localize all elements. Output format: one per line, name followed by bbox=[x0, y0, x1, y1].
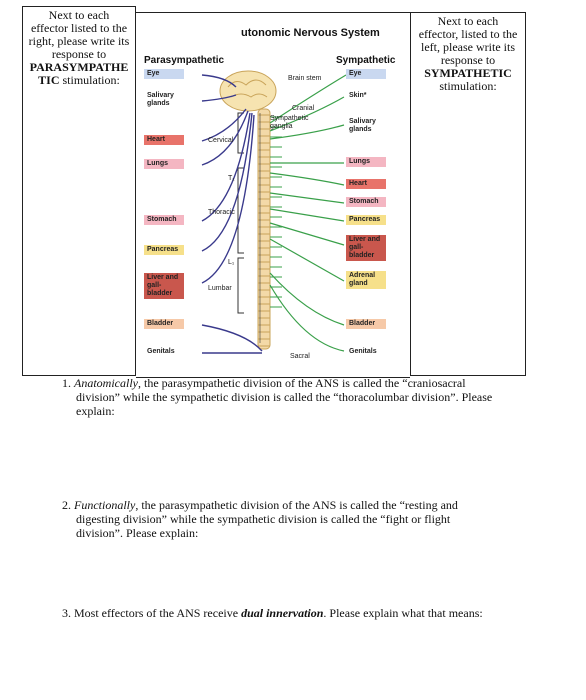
label-l1: L₁ bbox=[228, 259, 235, 266]
q1-lead: Anatomically bbox=[74, 376, 138, 390]
symp-nerve-stomach bbox=[269, 192, 345, 204]
q2-lead: Functionally bbox=[74, 498, 136, 512]
label-t1: T₁ bbox=[228, 175, 235, 182]
right-instruction-box: Next to each effector, listed to the lef… bbox=[410, 12, 526, 376]
right-box-line4: response to bbox=[440, 53, 496, 67]
right-box-line2: effector, listed to the bbox=[418, 27, 518, 41]
para-nerve-heart bbox=[201, 108, 247, 142]
para-organ-salivary: Salivary glands bbox=[144, 91, 184, 109]
parasympathetic-nerves bbox=[201, 74, 263, 354]
para-nerve-pancreas bbox=[201, 112, 253, 252]
para-nerve-liver bbox=[201, 114, 255, 284]
right-box-line6: stimulation: bbox=[439, 79, 497, 93]
diagram-title: utonomic Nervous System bbox=[241, 27, 380, 39]
para-nerve-salivary bbox=[201, 94, 237, 102]
symp-organ-adrenal: Adrenal gland bbox=[346, 271, 386, 289]
q3-number: 3. bbox=[62, 606, 71, 620]
left-box-line3: right, please write its bbox=[28, 34, 130, 48]
q1-number: 1. bbox=[62, 376, 71, 390]
para-organ-lungs: Lungs bbox=[144, 159, 184, 169]
brain-shape bbox=[219, 70, 277, 112]
left-box-line1: Next to each bbox=[48, 8, 110, 22]
nerve-pathways-svg bbox=[201, 70, 347, 354]
symp-nerve-bladder bbox=[269, 272, 345, 326]
symp-organ-bladder: Bladder bbox=[346, 319, 386, 329]
symp-nerve-heart bbox=[269, 172, 345, 186]
thoracic-bracket bbox=[237, 167, 244, 254]
question-3: 3. Most effectors of the ANS receive dua… bbox=[62, 606, 552, 620]
q3-post: . Please explain what that means: bbox=[323, 606, 483, 620]
symp-nerve-genitals bbox=[269, 284, 345, 352]
symp-nerve-adrenal bbox=[269, 238, 345, 282]
symp-organ-liver: Liver and gall-bladder bbox=[346, 235, 386, 261]
parasympathetic-heading: Parasympathetic bbox=[144, 55, 225, 66]
symp-organ-pancreas: Pancreas bbox=[346, 215, 386, 225]
para-organ-heart: Heart bbox=[144, 135, 184, 145]
ans-diagram: utonomic Nervous System Parasympathetic … bbox=[136, 12, 410, 378]
sympathetic-heading: Sympathetic bbox=[336, 55, 396, 66]
q2-line2: digesting division” while the sympatheti… bbox=[76, 512, 451, 526]
label-cranial: Cranial bbox=[292, 105, 315, 112]
label-thoracic: Thoracic bbox=[208, 209, 235, 216]
symp-organ-skin: Skin* bbox=[346, 91, 386, 101]
q1-line2: division” while the sympathetic division… bbox=[76, 390, 493, 404]
left-box-line4: response to bbox=[51, 47, 107, 61]
question-2: 2. Functionally, the parasympathetic div… bbox=[62, 498, 552, 540]
para-nerve-eye bbox=[201, 74, 237, 88]
symp-nerve-salivary bbox=[269, 124, 345, 140]
brain-folds bbox=[227, 79, 268, 98]
symp-organ-lungs: Lungs bbox=[346, 157, 386, 167]
para-organ-pancreas: Pancreas bbox=[144, 245, 184, 255]
symp-nerve-pancreas bbox=[269, 208, 345, 222]
para-organ-bladder: Bladder bbox=[144, 319, 184, 329]
q1-line3: explain: bbox=[76, 404, 115, 418]
symp-organ-heart: Heart bbox=[346, 179, 386, 189]
right-box-line3: left, please write its bbox=[421, 40, 515, 54]
para-nerve-lungs bbox=[201, 110, 249, 166]
left-box-line5: PARASYMPATHE bbox=[29, 60, 129, 74]
question-1: 1. Anatomically, the parasympathetic div… bbox=[62, 376, 552, 418]
para-organ-genitals: Genitals bbox=[144, 347, 184, 357]
label-sacral: Sacral bbox=[290, 353, 310, 360]
q2-line3: division”. Please explain: bbox=[76, 526, 199, 540]
right-box-line5: SYMPATHETIC bbox=[424, 66, 512, 80]
right-box-line1: Next to each bbox=[437, 14, 499, 28]
symp-organ-stomach: Stomach bbox=[346, 197, 386, 207]
left-instruction-box: Next to each effector listed to the righ… bbox=[22, 6, 136, 376]
left-box-line2: effector listed to the bbox=[30, 21, 128, 35]
q2-number: 2. bbox=[62, 498, 71, 512]
para-nerve-bladder bbox=[201, 324, 263, 352]
symp-organ-salivary: Salivary glands bbox=[346, 117, 386, 135]
para-organ-liver: Liver and gall-bladder bbox=[144, 273, 184, 299]
q2-line1: , the parasympathetic division of the AN… bbox=[135, 498, 458, 512]
label-sympathetic-ganglia: Sympathetic ganglia bbox=[270, 115, 309, 130]
label-cervical: Cervical bbox=[208, 137, 234, 144]
left-box-line6: TIC bbox=[38, 73, 60, 87]
symp-nerve-liver bbox=[269, 222, 345, 246]
q1-line1: , the parasympathetic division of the AN… bbox=[137, 376, 466, 390]
label-brain-stem: Brain stem bbox=[288, 75, 322, 82]
para-organ-stomach: Stomach bbox=[144, 215, 184, 225]
q3-pre: Most effectors of the ANS receive bbox=[74, 606, 242, 620]
left-box-line6b: stimulation: bbox=[59, 73, 120, 87]
lumbar-bracket bbox=[237, 257, 244, 314]
para-organ-eye: Eye bbox=[144, 69, 184, 79]
spinal-column bbox=[257, 108, 271, 350]
para-nerve-stomach bbox=[201, 112, 251, 222]
label-lumbar: Lumbar bbox=[208, 285, 232, 292]
symp-organ-genitals: Genitals bbox=[346, 347, 386, 357]
symp-organ-eye: Eye bbox=[346, 69, 386, 79]
q3-emph: dual innervation bbox=[241, 606, 324, 620]
